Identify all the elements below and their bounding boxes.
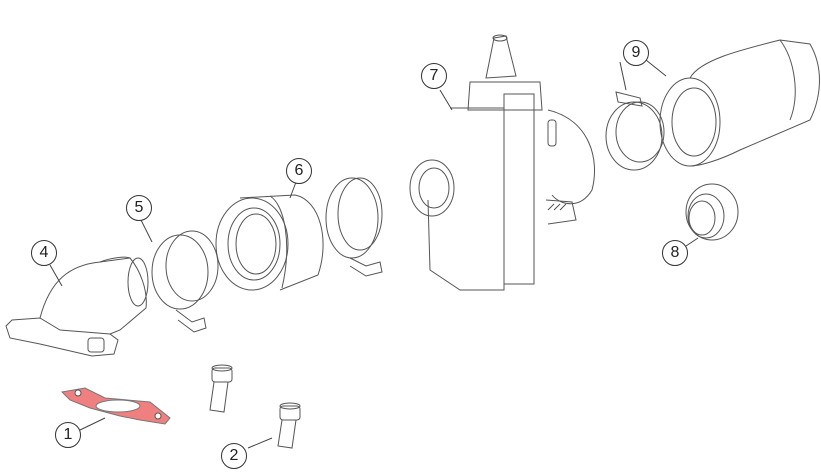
coupler-part (215, 194, 324, 291)
callout-7: 7 (421, 63, 447, 89)
air-filter-part (659, 39, 820, 167)
clamp-right-part (605, 91, 665, 171)
callout-6: 6 (286, 158, 312, 184)
callout-2: 2 (221, 443, 247, 469)
callout-8: 8 (662, 240, 688, 266)
ring-part (685, 183, 739, 241)
bolts-part (209, 364, 301, 449)
callout-4: 4 (31, 240, 57, 266)
callout-5: 5 (126, 195, 152, 221)
gasket-part (60, 387, 171, 425)
manifold-part (5, 256, 149, 357)
callout-1: 1 (55, 422, 81, 448)
carburetor-part (409, 34, 595, 291)
clamp-left-part (151, 230, 219, 333)
clamp-middle-part (325, 177, 383, 277)
callout-9: 9 (623, 40, 649, 66)
